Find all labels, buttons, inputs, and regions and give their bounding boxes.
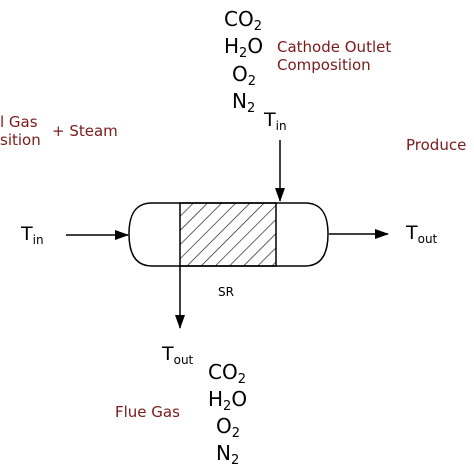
t-in-left: Tin bbox=[21, 223, 44, 247]
t-out-bottom: Tout bbox=[162, 343, 194, 367]
flue-n2: N2 bbox=[216, 441, 240, 468]
t-in-top: Tin bbox=[264, 109, 287, 133]
cathode-o2: O2 bbox=[232, 62, 257, 89]
product-label: Produce bbox=[406, 136, 467, 154]
flue-o2: O2 bbox=[216, 414, 241, 441]
cathode-co2: CO2 bbox=[224, 7, 262, 34]
flue-co2: CO2 bbox=[208, 360, 246, 387]
cathode-outlet-label: Cathode Outlet Composition bbox=[277, 38, 392, 74]
flue-h2o: H2O bbox=[208, 387, 248, 414]
flue-gas-label: Flue Gas bbox=[115, 403, 180, 421]
t-out-right: Tout bbox=[406, 222, 438, 246]
cathode-h2o: H2O bbox=[224, 34, 264, 61]
steam-label: + Steam bbox=[52, 122, 118, 140]
cathode-n2: N2 bbox=[232, 89, 256, 116]
catalyst-bed bbox=[179, 202, 277, 267]
reactor-label: SR bbox=[218, 285, 234, 299]
fuel-composition-label: l Gas sition bbox=[0, 113, 41, 149]
